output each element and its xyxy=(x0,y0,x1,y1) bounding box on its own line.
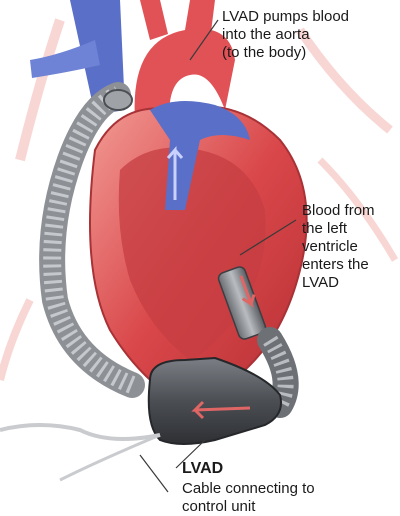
ventricle-label: Blood from the left ventricle enters the… xyxy=(302,202,375,292)
lvad-pump xyxy=(149,358,281,444)
cable-label: Cable connecting to control unit xyxy=(182,480,315,516)
control-cable xyxy=(0,425,160,439)
aorta-label: LVAD pumps blood into the aorta (to the … xyxy=(222,8,349,62)
graft-connector xyxy=(104,90,132,110)
lvad-label: LVAD xyxy=(182,460,223,478)
